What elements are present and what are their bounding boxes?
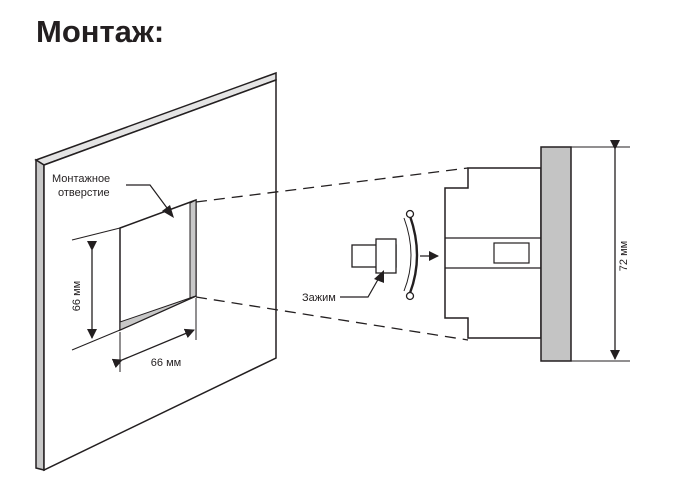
projection-line-bottom <box>195 296 469 341</box>
projection-lines <box>195 167 469 341</box>
hole-height-label: 66 мм <box>71 281 83 311</box>
clamp-spring <box>408 215 419 294</box>
device-side-view <box>444 146 572 362</box>
projection-line-top <box>195 167 469 203</box>
clamp-callout-leader <box>340 275 381 298</box>
device-latch <box>493 242 530 264</box>
hole-label-line1: Монтажное <box>52 173 110 185</box>
clamp <box>351 209 439 301</box>
hole-right-wall <box>189 199 197 299</box>
device-height-label: 72 мм <box>618 241 630 271</box>
width-dimension-line <box>111 328 195 369</box>
hole-callout-leader <box>126 184 171 213</box>
clamp-pin-bottom <box>405 291 415 301</box>
device-front-bezel <box>540 146 572 362</box>
clamp-label: Зажим <box>302 292 336 304</box>
device-height-dimension: 72 мм <box>571 140 630 362</box>
panel-left-edge <box>35 158 45 471</box>
hole-bottom-wall <box>119 295 197 331</box>
hole-callout-arrowhead <box>162 205 174 218</box>
clamp-callout-arrowhead <box>374 270 384 283</box>
page-title: Монтаж: <box>36 14 165 49</box>
hole-label-line2: отверстие <box>58 187 110 199</box>
hole-callout: Монтажное отверстие <box>52 173 174 218</box>
clamp-callout: Зажим <box>302 270 384 304</box>
hole-width-dimension: 66 мм <box>111 298 197 372</box>
clamp-pin-top <box>405 209 415 219</box>
hole-width-label: 66 мм <box>151 357 181 369</box>
mounting-hole <box>119 198 197 332</box>
clamp-bracket <box>375 238 397 274</box>
